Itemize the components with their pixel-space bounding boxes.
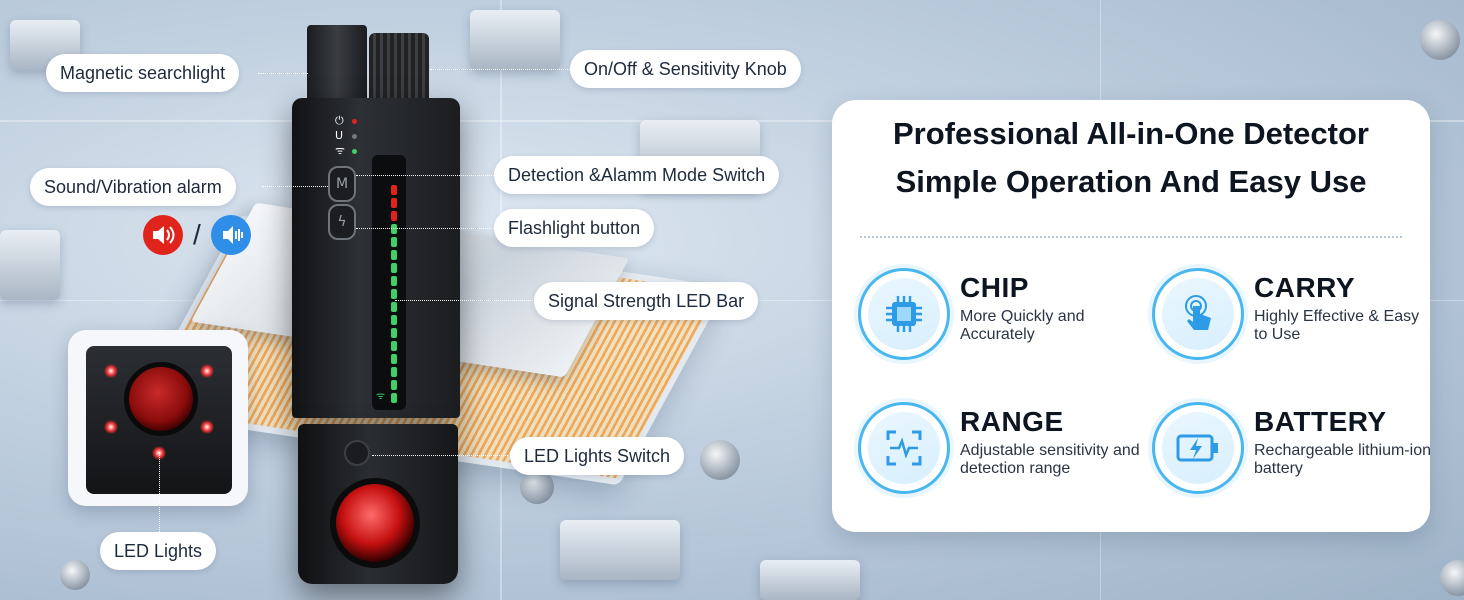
led-segment — [391, 224, 397, 234]
led-segment — [391, 237, 397, 247]
led-segment — [391, 380, 397, 390]
led-segment — [391, 367, 397, 377]
card-title-line2: Simple Operation And Easy Use — [895, 164, 1367, 199]
callout-led-lights: LED Lights — [100, 532, 217, 570]
callout-flashlight-button: Flashlight button — [494, 209, 655, 247]
wifi-icon: ᯤ — [376, 391, 386, 402]
feature-card: Professional All-in-One Detector Simple … — [832, 100, 1432, 532]
signal-led-bar — [372, 155, 406, 410]
feature-title: CARRY — [1254, 272, 1356, 303]
led-segment — [391, 341, 397, 351]
led-segment — [391, 276, 397, 286]
callout-led-lights-switch: LED Lights Switch — [510, 437, 685, 475]
card-divider — [860, 236, 1402, 238]
feature-description: Rechargeable lithium-ion battery — [1254, 442, 1431, 477]
led-segment — [391, 393, 397, 403]
alarm-mode-icons: / — [143, 215, 251, 255]
vibration-alarm-icon — [210, 215, 251, 255]
flashlight-button: ϟ — [328, 204, 356, 240]
led-segment — [391, 289, 397, 299]
feature-title: CHIP — [960, 272, 1029, 303]
wifi-signal-icon: ᯤ — [335, 144, 346, 157]
inset-lens — [124, 362, 198, 436]
led-segment — [391, 315, 397, 325]
mode-button: M — [328, 166, 356, 202]
feature-description: Highly Effective & Easy to Use — [1254, 308, 1420, 343]
led-segment — [391, 302, 397, 312]
led-segment — [391, 198, 397, 208]
battery-charge-icon — [1162, 412, 1234, 484]
led-light — [200, 420, 214, 434]
leader-line — [262, 186, 328, 187]
vibration-mode-icon: U — [335, 129, 344, 142]
red-indicator-dot — [352, 119, 357, 124]
sound-alarm-icon — [143, 215, 183, 255]
feature-carry: CARRY Highly Effective & Easy to Use — [1152, 268, 1432, 364]
gray-indicator-dot — [352, 134, 357, 139]
led-light — [104, 420, 118, 434]
led-segment — [391, 250, 397, 260]
callout-signal-bar: Signal Strength LED Bar — [534, 282, 759, 320]
chip-icon — [868, 278, 940, 350]
leader-line — [258, 73, 308, 74]
card-title-line1: Professional All-in-One Detector — [893, 116, 1369, 151]
feature-description: Adjustable sensitivity and detection ran… — [960, 442, 1140, 477]
leader-line — [356, 228, 494, 229]
led-segment — [391, 263, 397, 273]
led-segment — [391, 185, 397, 195]
leader-line — [372, 455, 508, 456]
led-light — [104, 364, 118, 378]
device-top — [307, 25, 429, 105]
led-segment — [391, 354, 397, 364]
led-lights-switch-button — [344, 440, 370, 466]
pulse-scan-icon — [868, 412, 940, 484]
sensitivity-knob — [369, 33, 429, 105]
power-icon: ⏻ — [335, 114, 344, 127]
leader-line — [356, 175, 494, 176]
callout-sound-vibration: Sound/Vibration alarm — [30, 168, 236, 206]
led-light — [200, 364, 214, 378]
magnetic-searchlight-cap — [307, 25, 367, 105]
leader-line — [159, 452, 160, 532]
callout-magnetic-searchlight: Magnetic searchlight — [46, 54, 240, 92]
led-segment — [391, 211, 397, 221]
status-icons: ⏻ U ᯤ — [335, 113, 345, 158]
touch-hand-icon — [1162, 278, 1234, 350]
callout-on-off-knob: On/Off & Sensitivity Knob — [570, 50, 801, 88]
feature-chip: CHIP More Quickly and Accurately — [858, 268, 1138, 364]
feature-range: RANGE Adjustable sensitivity and detecti… — [858, 402, 1140, 498]
infrared-lens — [330, 478, 420, 568]
leader-line — [430, 69, 570, 70]
feature-title: RANGE — [960, 406, 1064, 437]
feature-battery: BATTERY Rechargeable lithium-ion battery — [1152, 402, 1432, 498]
led-segment — [391, 328, 397, 338]
leader-line — [395, 300, 535, 301]
feature-title: BATTERY — [1254, 406, 1387, 437]
callout-mode-switch: Detection &Alamm Mode Switch — [494, 156, 780, 194]
green-indicator-dot — [352, 149, 357, 154]
feature-description: More Quickly and Accurately — [960, 308, 1085, 343]
alarm-separator: / — [193, 219, 201, 250]
